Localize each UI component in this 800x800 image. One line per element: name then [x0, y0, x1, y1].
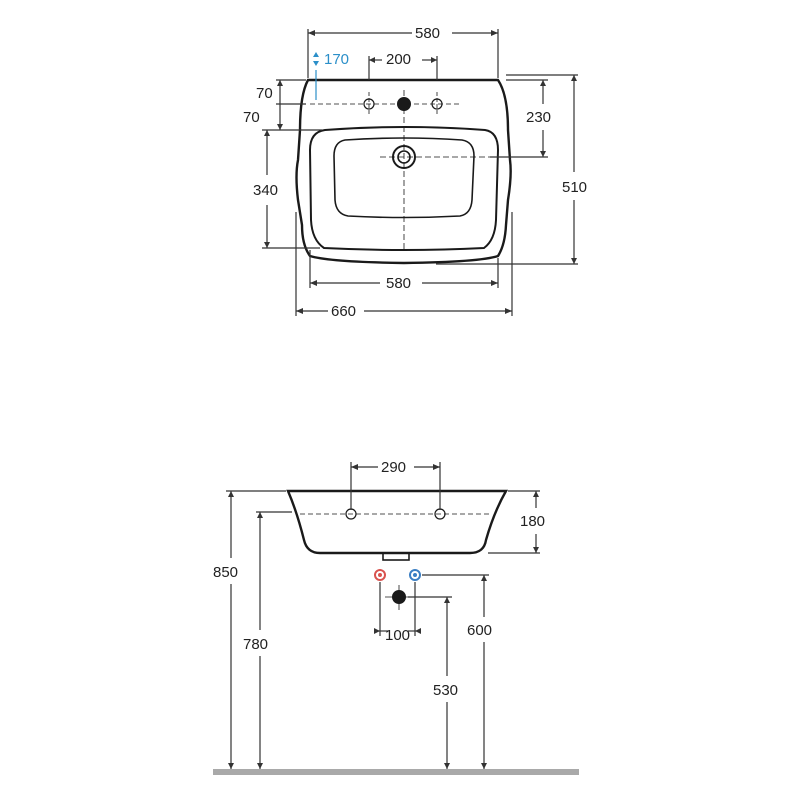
arrowhead	[540, 80, 546, 86]
label-tap-spacing: 200	[386, 51, 411, 68]
label-height-basin: 180	[520, 513, 545, 530]
cold-supply-valve-dot	[413, 573, 417, 577]
arrowhead	[264, 242, 270, 248]
top-view	[295, 78, 512, 265]
label-underside-height: 780	[243, 636, 268, 653]
arrowhead	[571, 75, 577, 81]
label-overall-width: 660	[331, 303, 356, 320]
arrowhead	[505, 308, 512, 314]
label-depth: 510	[562, 179, 587, 196]
arrowhead	[433, 464, 440, 470]
label-width-top: 580	[415, 25, 440, 42]
hot-supply-valve-dot	[378, 573, 382, 577]
arrowhead	[491, 30, 498, 36]
label-rim-height: 850	[213, 564, 238, 581]
arrowhead	[481, 763, 487, 769]
side-view-dimensions	[226, 462, 540, 769]
label-dim-70-a: 70	[256, 85, 273, 102]
arrowhead	[481, 575, 487, 581]
waste-outlet	[382, 552, 410, 561]
arrowhead	[431, 57, 437, 63]
label-waste-height: 530	[433, 682, 458, 699]
arrowhead	[444, 597, 450, 603]
basin-bowl	[333, 137, 475, 219]
label-tap-offset: 170	[324, 51, 349, 68]
basin-outer-outline	[295, 78, 512, 265]
label-bowl-depth: 340	[253, 182, 278, 199]
arrowhead	[277, 80, 283, 86]
side-view-arrowheads	[228, 464, 539, 769]
arrowhead	[228, 491, 234, 497]
hot-supply-valve	[374, 569, 386, 581]
arrowhead	[351, 464, 358, 470]
label-supply-spacing: 100	[385, 627, 410, 644]
arrowhead	[444, 763, 450, 769]
arrowhead	[571, 258, 577, 264]
blue-arrow-up	[313, 52, 319, 57]
arrowhead	[257, 763, 263, 769]
label-supply-height: 600	[467, 622, 492, 639]
side-view	[286, 489, 509, 610]
floor-line	[213, 769, 579, 775]
basin-inner-rim	[308, 126, 500, 251]
arrowhead	[308, 30, 315, 36]
top-view-arrowheads	[264, 30, 577, 314]
cold-supply-valve	[409, 569, 421, 581]
label-side-tap-spacing: 290	[381, 459, 406, 476]
arrowhead	[310, 280, 317, 286]
arrowhead	[540, 151, 546, 157]
arrowhead	[374, 628, 380, 634]
arrowhead	[257, 512, 263, 518]
blue-arrow-down	[313, 61, 319, 66]
arrowhead	[228, 763, 234, 769]
arrowhead	[491, 280, 498, 286]
label-bowl-width: 580	[386, 275, 411, 292]
arrowhead	[415, 628, 421, 634]
arrowhead	[296, 308, 303, 314]
label-dim-70-b: 70	[243, 109, 260, 126]
basin-side-profile	[286, 489, 509, 555]
arrowhead	[533, 491, 539, 497]
label-rim-to-waste: 230	[526, 109, 551, 126]
arrowhead	[277, 124, 283, 130]
arrowhead	[369, 57, 375, 63]
arrowhead	[264, 130, 270, 136]
arrowhead	[533, 547, 539, 553]
